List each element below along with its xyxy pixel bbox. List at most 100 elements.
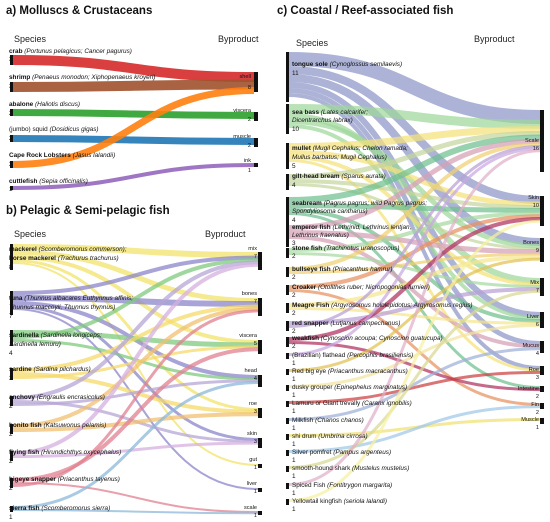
svg-text:Lamuru or Giant trevally (Cara: Lamuru or Giant trevally (Caranx ignobil…: [292, 400, 412, 407]
source-node-bar: [286, 337, 289, 347]
flow-link: [288, 145, 541, 328]
source-node-bar: [286, 418, 289, 424]
flow-link: [12, 381, 259, 509]
flow-link: [288, 134, 541, 203]
svg-text:horse mackerel (Trachurus trac: horse mackerel (Trachurus trachurus): [9, 255, 119, 262]
source-node-bar: [286, 401, 289, 407]
flow-link: [12, 244, 259, 258]
svg-text:Spiced Fish (Fontitrygon marga: Spiced Fish (Fontitrygon margarita): [292, 482, 392, 489]
svg-text:Meagre Fish (Argyrosomus holol: Meagre Fish (Argyrosomus hololepidotus; …: [292, 302, 473, 309]
target-count: 7: [254, 254, 257, 260]
target-count: 2: [536, 394, 539, 400]
svg-text:sardine (Sardina pilchardus): sardine (Sardina pilchardus): [9, 366, 91, 373]
flow-link: [288, 138, 541, 230]
source-count: 8: [9, 264, 13, 271]
panel-c-target-labels: Scale 16 Skin 10 Bones 9 Mix 7 Liver 6 M…: [518, 138, 539, 431]
source-node-bar: [286, 197, 289, 225]
source-latin: (Trachinotus uranoscopus): [324, 245, 400, 252]
source-count: 4: [292, 217, 296, 224]
source-node-bar: [286, 248, 289, 258]
flow-link: [12, 412, 259, 432]
flow-link: [12, 87, 255, 168]
target-node-bar: [540, 418, 544, 424]
source-name: anchovy: [9, 394, 35, 401]
target-name: Mucus: [523, 343, 540, 349]
source-name: Lamuru or Giant trevally: [292, 400, 361, 407]
source-latin: (Pampus argenteus): [333, 449, 391, 456]
panel-b-source-labels: mackerel (Scomberomorus commerson); hors…: [9, 246, 133, 521]
target-count: 1: [248, 168, 251, 174]
flow-link: [12, 255, 259, 295]
flow-link: [288, 323, 541, 388]
flow-link: [288, 149, 541, 486]
svg-text:emperor fish (Lethrinid, Lethr: emperor fish (Lethrinid, Lethrinus lentj…: [292, 224, 412, 231]
svg-text:Mullus barbatus; Mugil Cephalu: Mullus barbatus; Mugil Cephalus): [292, 154, 387, 161]
flow-link: [288, 405, 541, 453]
source-latin: (Hirundichthys oxycephalus): [41, 449, 121, 456]
flow-link: [288, 52, 541, 124]
source-latin: (Sepia officinalis): [39, 178, 88, 185]
source-count: 1: [9, 186, 13, 193]
source-latin: (Scomberomorus commerson);: [39, 246, 127, 253]
target-name: head: [245, 368, 257, 374]
flow-link: [288, 289, 541, 469]
source-count: 2: [9, 403, 13, 410]
source-node-bar: [10, 478, 13, 488]
target-count: 3: [254, 439, 257, 445]
source-latin: (Sardinella longiceps;: [41, 332, 102, 339]
source-count: 1: [292, 360, 296, 367]
target-node-bar: [254, 163, 258, 167]
svg-text:dusky grouper (Epinephelus mar: dusky grouper (Epinephelus marginatus): [292, 384, 407, 391]
source-latin: Dicentrarchus labrax): [292, 117, 353, 124]
svg-text:sierra fish (Scomberomorus sie: sierra fish (Scomberomorus sierra): [9, 505, 110, 512]
flow-link: [12, 259, 259, 411]
flow-link: [12, 347, 259, 482]
panel-b-byproduct-header: Byproduct: [205, 229, 246, 239]
source-name: abalone: [9, 101, 34, 108]
source-name: Meagre Fish: [292, 302, 329, 309]
source-node-bar: [10, 451, 13, 461]
flow-link: [288, 252, 541, 288]
flow-link: [288, 289, 541, 406]
svg-text:Yellowtail kingfish (seriola l: Yellowtail kingfish (seriola lalandi): [292, 498, 387, 505]
source-count: 2: [9, 431, 13, 438]
flow-link: [288, 287, 541, 325]
source-name: sardine: [9, 366, 32, 373]
source-latin: (Scomberomorus sierra): [41, 505, 110, 512]
flow-link: [288, 147, 541, 356]
target-node-bar: [540, 278, 544, 296]
source-latin: Lethrinus fraenatus): [292, 232, 349, 239]
source-name: Spiced Fish: [292, 482, 326, 489]
flow-link: [12, 109, 255, 119]
source-name: Silver pomfret: [292, 449, 332, 456]
target-name: Mix: [530, 280, 539, 286]
source-node-bar: [286, 385, 289, 391]
target-name: mix: [248, 246, 257, 252]
panel-c-byproduct-header: Byproduct: [474, 34, 515, 44]
target-name: ink: [244, 158, 251, 164]
svg-text:Milkfish (Chanos chanos): Milkfish (Chanos chanos): [292, 417, 364, 424]
flow-link: [12, 262, 259, 455]
target-name: Skin: [528, 195, 539, 201]
source-name: stone fish: [292, 245, 322, 252]
svg-text:bigeye snapper (Priacanthus ta: bigeye snapper (Priacanthus tayenus): [9, 476, 120, 483]
source-count: 2: [9, 458, 13, 465]
flow-link: [288, 150, 541, 207]
source-latin: (Argyrosomus hololepidotus; Argyrosomus …: [331, 302, 472, 309]
flow-link: [288, 183, 541, 251]
source-name: bonito fish: [9, 422, 42, 429]
source-latin: (Lethrinid, Lethrinus lentjan,: [333, 224, 412, 231]
source-node-bar: [10, 330, 13, 346]
target-name: bones: [242, 291, 257, 297]
source-node-bar: [286, 466, 289, 472]
source-node-bar: [286, 285, 289, 295]
target-node-bar: [258, 464, 262, 468]
svg-text:red snapper (Lutjanus campecha: red snapper (Lutjanus campechanus): [292, 320, 400, 327]
source-latin: (Umbrina cirrosa): [318, 433, 367, 440]
source-count: 1: [292, 392, 296, 399]
source-latin: (seriola lalandi): [344, 498, 387, 505]
svg-text:abalone (Haliotis discus): abalone (Haliotis discus): [9, 101, 80, 108]
target-node-bar: [254, 72, 258, 92]
svg-text:shi drum (Umbrina cirrosa): shi drum (Umbrina cirrosa): [292, 433, 368, 440]
